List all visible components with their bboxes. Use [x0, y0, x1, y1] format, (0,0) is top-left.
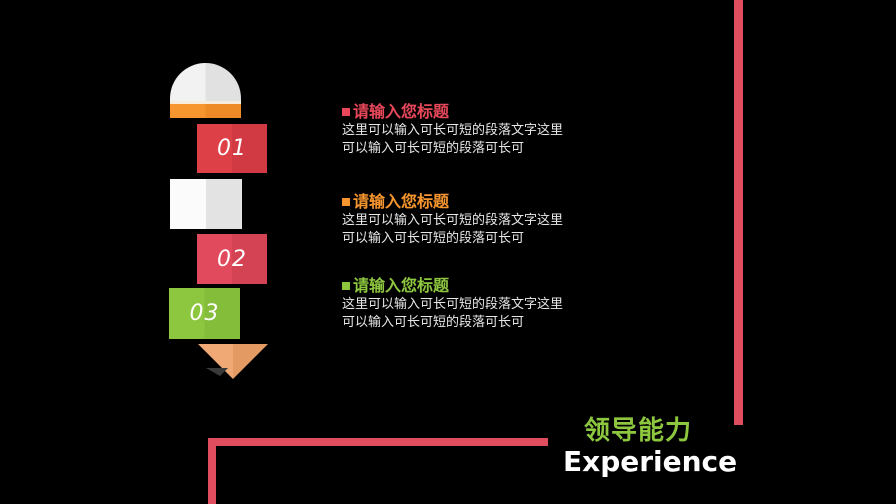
- segment-number: 03: [189, 301, 220, 326]
- pencil-cap-dome: [170, 63, 241, 101]
- item-body-line-2: 可以输入可长可短的段落可长可: [342, 315, 525, 330]
- pencil-cap-band: [170, 101, 241, 104]
- item-title: 请输入您标题: [342, 192, 642, 212]
- section-title-english: Experience: [563, 445, 738, 478]
- pencil-cap-ferrule: [170, 104, 241, 118]
- pencil-segment-white: [170, 179, 242, 229]
- bullet-square-icon: [342, 197, 350, 206]
- pencil-segment-02: 02: [197, 234, 267, 284]
- list-item-3: 请输入您标题 这里可以输入可长可短的段落文字这里 可以输入可长可短的段落可长可: [342, 276, 642, 332]
- bullet-square-icon: [342, 107, 350, 116]
- frame-line-bottom-horizontal: [208, 438, 548, 446]
- pencil-segment-03: 03: [169, 288, 240, 339]
- pencil-segment-01: 01: [197, 124, 267, 173]
- bullet-square-icon: [342, 281, 350, 290]
- item-body-line-1: 这里可以输入可长可短的段落文字这里: [342, 123, 564, 138]
- list-item-1: 请输入您标题 这里可以输入可长可短的段落文字这里 可以输入可长可短的段落可长可: [342, 102, 642, 158]
- item-body-line-2: 可以输入可长可短的段落可长可: [342, 231, 525, 246]
- pencil-tip-icon: [198, 344, 268, 379]
- item-body-line-1: 这里可以输入可长可短的段落文字这里: [342, 297, 564, 312]
- frame-line-bottom-vertical: [208, 438, 216, 504]
- segment-number: 02: [217, 246, 247, 272]
- item-title: 请输入您标题: [342, 102, 642, 122]
- frame-line-right-vertical: [734, 0, 743, 425]
- list-item-2: 请输入您标题 这里可以输入可长可短的段落文字这里 可以输入可长可短的段落可长可: [342, 192, 642, 248]
- section-title-chinese: 领导能力: [584, 416, 693, 446]
- segment-number: 01: [217, 136, 247, 161]
- item-body-line-2: 可以输入可长可短的段落可长可: [342, 141, 525, 156]
- item-body-line-1: 这里可以输入可长可短的段落文字这里: [342, 213, 564, 228]
- item-title: 请输入您标题: [342, 276, 642, 296]
- pencil-eraser-cap: [170, 63, 241, 118]
